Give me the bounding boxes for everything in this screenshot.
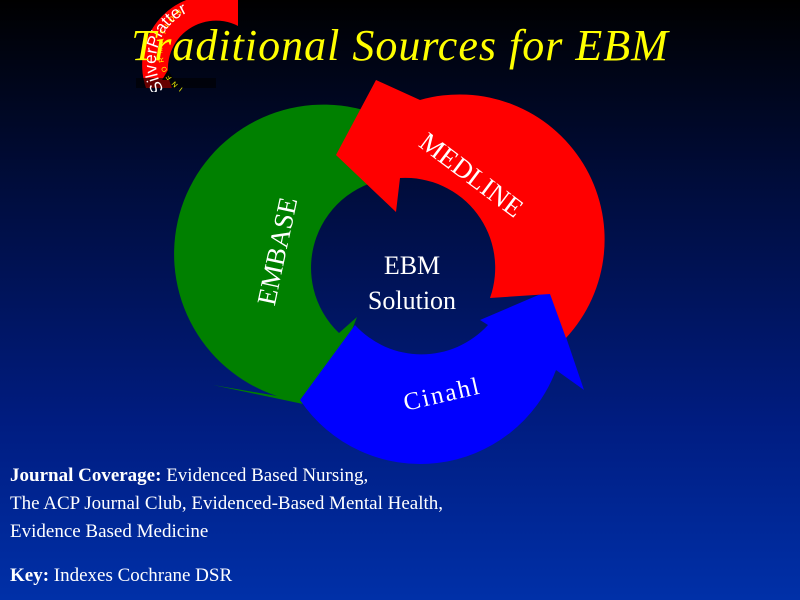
coverage-line-3: Evidence Based Medicine: [10, 521, 209, 542]
cinahl-arrow: [300, 290, 584, 464]
key-text: Indexes Cochrane DSR: [53, 565, 233, 586]
key-line: Key: Indexes Cochrane DSR: [10, 562, 443, 590]
center-label-line2: Solution: [368, 286, 456, 315]
coverage-label: Journal Coverage:: [10, 465, 162, 486]
key-label: Key:: [10, 565, 50, 586]
logo-arc: [142, 0, 238, 88]
coverage-line-1: Journal Coverage: Evidenced Based Nursin…: [10, 462, 443, 490]
coverage-text-1: Evidenced Based Nursing,: [166, 465, 369, 486]
logo-base-bar: [136, 78, 216, 88]
logo-triangle-icon: [162, 70, 174, 80]
center-label-line1: EBM: [384, 251, 440, 280]
slide-title: Traditional Sources for EBM: [131, 21, 669, 70]
info-block: Journal Coverage: Evidenced Based Nursin…: [10, 462, 443, 590]
silverplatter-logo: SilverPlatter INFORMATION: [136, 0, 238, 92]
embase-arrow: [174, 104, 395, 409]
coverage-line-2: The ACP Journal Club, Evidenced-Based Me…: [10, 493, 444, 514]
medline-arrow: [336, 80, 605, 338]
